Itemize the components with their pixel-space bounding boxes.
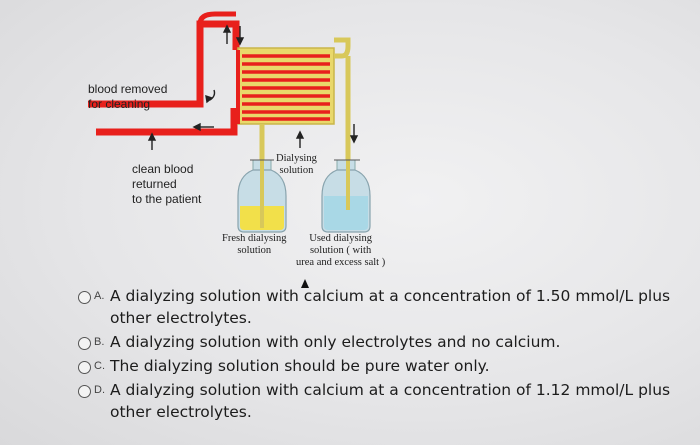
radio-button-d[interactable]	[78, 385, 91, 398]
dialysis-diagram: blood removed for cleaning clean blood r…	[88, 11, 386, 268]
option-d[interactable]: D. A dialyzing solution with calcium at …	[78, 379, 678, 423]
blood-tubing	[88, 11, 240, 136]
dialysis-diagram-svg	[88, 11, 371, 233]
label-clean-blood: clean blood returned to the patient	[132, 162, 202, 206]
fresh-solution-bottle	[237, 150, 287, 233]
radio-button-c[interactable]	[78, 361, 91, 374]
radio-button-b[interactable]	[78, 337, 91, 350]
option-letter-d: D.	[94, 384, 105, 396]
mouse-cursor-icon	[301, 279, 309, 288]
label-fresh-solution: Fresh dialysing solution	[222, 233, 287, 256]
label-used-solution: Used dialysing solution ( with urea and …	[296, 233, 386, 268]
option-letter-c: C.	[94, 360, 105, 372]
label-blood-removed: blood removed for cleaning	[88, 82, 168, 111]
answer-options: A. A dialyzing solution with calcium at …	[78, 285, 678, 425]
option-a[interactable]: A. A dialyzing solution with calcium at …	[78, 285, 678, 329]
option-c[interactable]: C. The dialyzing solution should be pure…	[78, 355, 678, 377]
option-text-b: A dialyzing solution with only electroly…	[110, 333, 561, 351]
option-text-c: The dialyzing solution should be pure wa…	[110, 357, 490, 375]
option-text-a: A dialyzing solution with calcium at a c…	[110, 287, 671, 327]
option-b[interactable]: B. A dialyzing solution with only electr…	[78, 331, 678, 353]
blood-return-tube	[96, 108, 238, 136]
blood-top-loop	[197, 11, 236, 25]
used-solution-bottle	[321, 159, 371, 233]
option-letter-b: B.	[94, 336, 105, 348]
flow-arrows	[147, 24, 359, 150]
option-letter-a: A.	[94, 290, 105, 302]
dialyser-blood-channels	[242, 54, 330, 121]
dialyser	[236, 47, 335, 125]
label-dialysing-solution: Dialysing solution	[276, 153, 317, 176]
solution-top-loop	[334, 37, 351, 59]
option-text-d: A dialyzing solution with calcium at a c…	[110, 381, 671, 421]
radio-button-a[interactable]	[78, 291, 91, 304]
